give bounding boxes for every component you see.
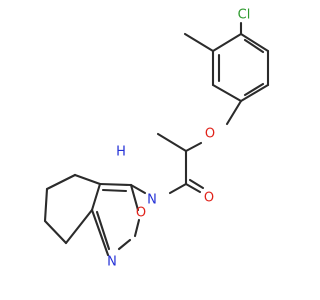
ether-oxygen-atom-label: O xyxy=(205,127,215,142)
ring-oxygen-atom-label: O xyxy=(136,206,146,221)
structure-canvas: Cl O O N H O N xyxy=(43,8,270,270)
amide-hydrogen-atom-label: H xyxy=(116,145,126,160)
atom-labels: Cl O O N H O N xyxy=(107,8,250,270)
ring-nitrogen-atom-label: N xyxy=(107,255,117,270)
chlorine-atom-label: Cl xyxy=(238,8,251,23)
carbonyl-oxygen-atom-label: O xyxy=(204,191,214,206)
amide-nitrogen-atom-label: N xyxy=(147,193,157,208)
bond-lines xyxy=(43,21,270,257)
